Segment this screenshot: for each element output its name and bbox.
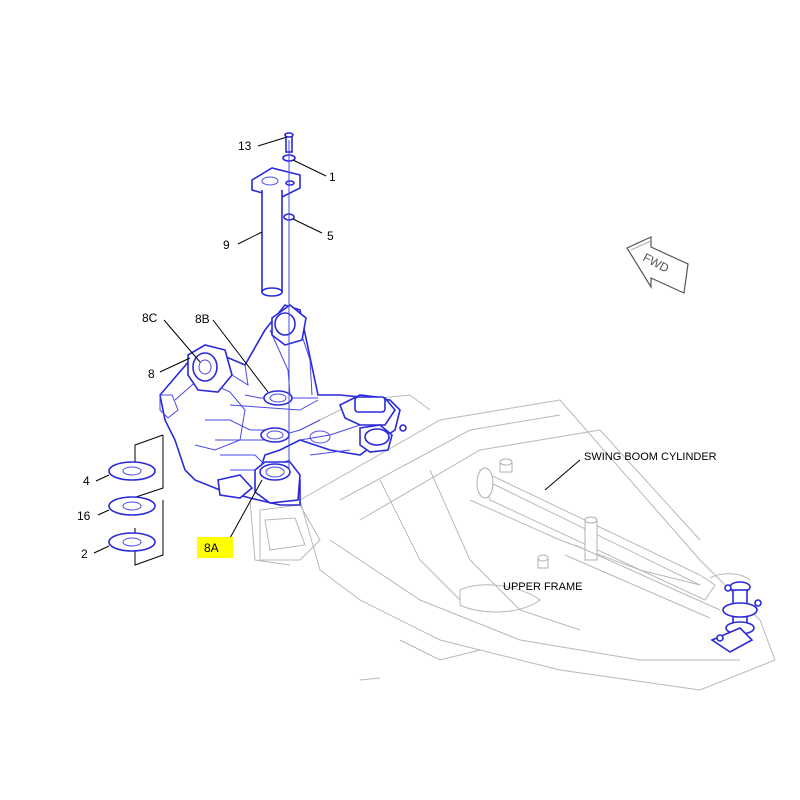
callout-labels: 13 1 9 5 8C 8B 8 4 16 2 8A (77, 139, 336, 561)
callout-8C: 8C (142, 311, 158, 325)
note-swing-boom-cylinder: SWING BOOM CYLINDER (584, 451, 717, 463)
leader-lines (93, 136, 581, 554)
pin-9 (261, 190, 283, 297)
callout-16: 16 (77, 509, 91, 523)
callout-1: 1 (329, 170, 336, 184)
shim-4 (108, 461, 156, 481)
callout-8A: 8A (204, 541, 219, 555)
shim-stack (108, 434, 164, 566)
notes: SWING BOOM CYLINDER UPPER FRAME (503, 451, 717, 593)
shim-2 (108, 532, 156, 552)
pin-assembly (251, 132, 301, 470)
callout-8B: 8B (195, 312, 210, 326)
fwd-arrow: FWD (626, 236, 689, 294)
callout-4: 4 (83, 474, 90, 488)
callout-5: 5 (327, 229, 334, 243)
callout-8: 8 (148, 367, 155, 381)
swing-bracket (159, 303, 407, 506)
shim-16 (108, 496, 156, 516)
callout-2: 2 (81, 547, 88, 561)
callout-9: 9 (223, 238, 230, 252)
note-upper-frame: UPPER FRAME (503, 581, 582, 593)
callout-8A-highlight (197, 537, 233, 558)
cylinder-end-pin (710, 581, 762, 653)
callout-13: 13 (238, 139, 252, 153)
